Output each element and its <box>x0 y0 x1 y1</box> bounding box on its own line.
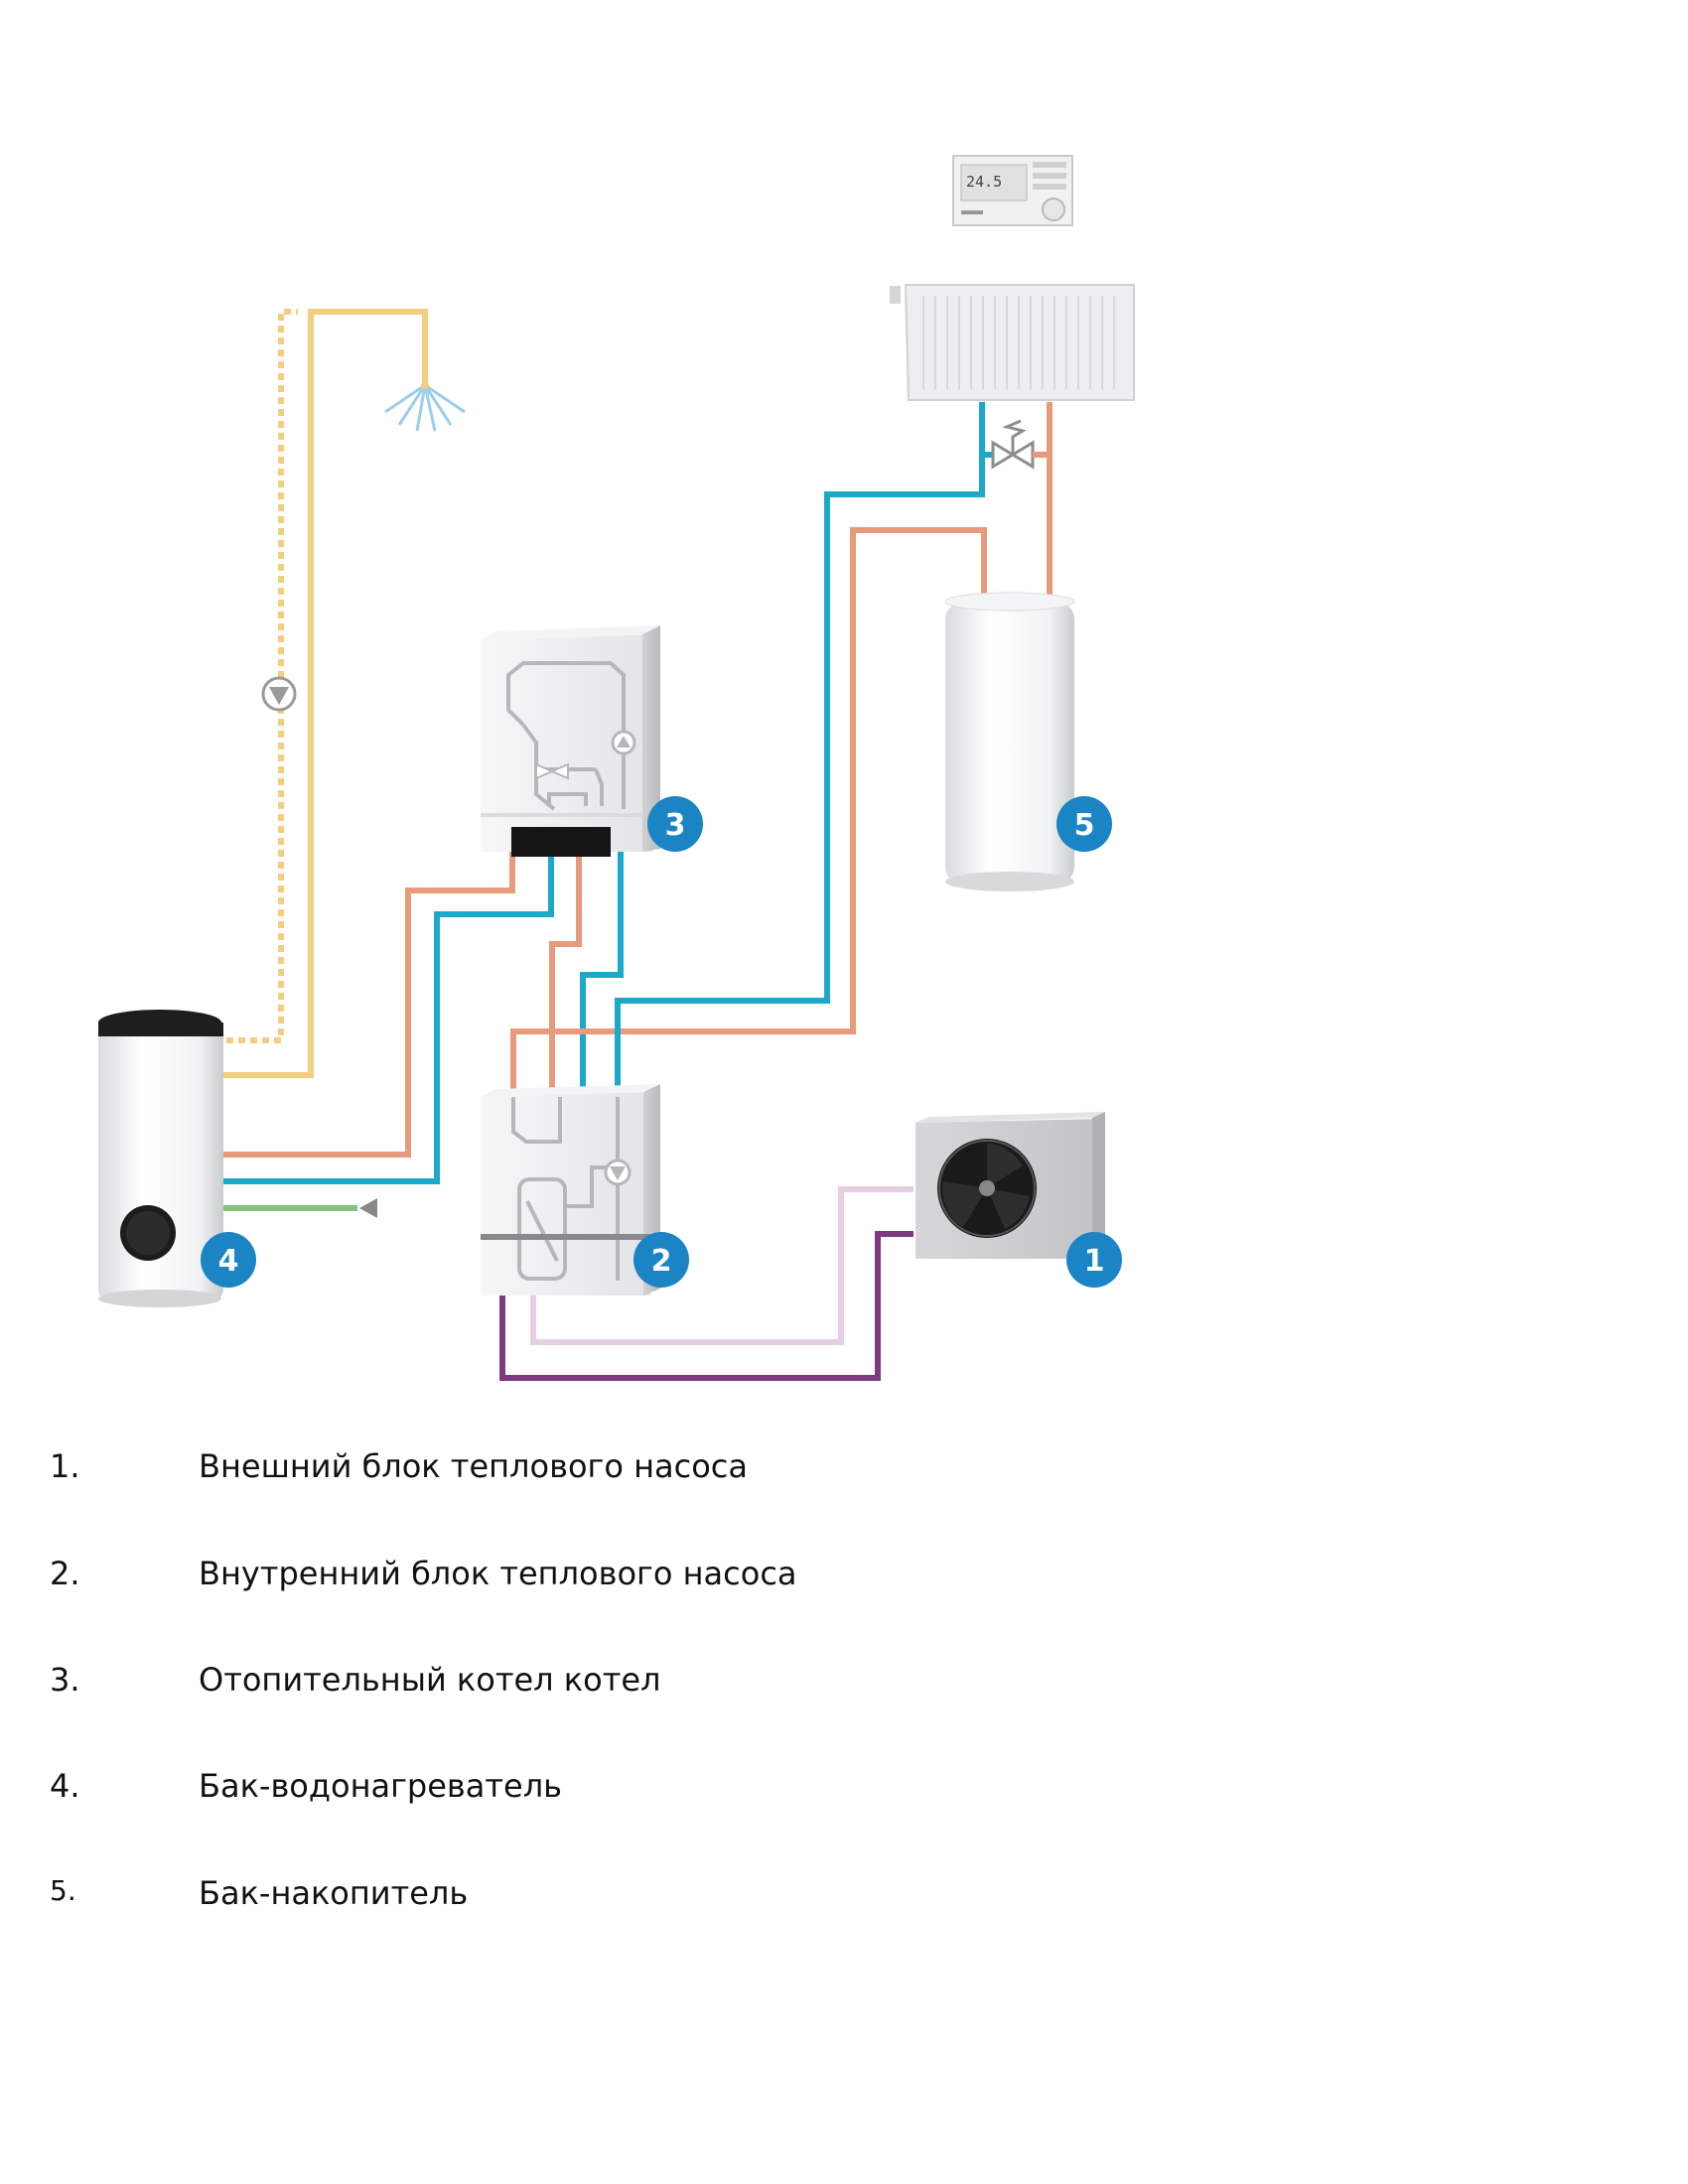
heat-pump-outdoor-unit <box>915 1112 1105 1259</box>
circulation-pipe <box>226 309 298 1043</box>
legend-label: Бак-накопитель <box>199 1874 469 1912</box>
legend-label: Внутренний блок теплового насоса <box>199 1555 797 1592</box>
svg-text:3: 3 <box>665 808 686 843</box>
fan-icon <box>937 1139 1037 1238</box>
circulation-pump-icon <box>261 676 297 712</box>
shower-head-icon <box>384 381 466 432</box>
tank-hot-pipe <box>221 849 515 1158</box>
tank-cold-pipe <box>221 849 554 1184</box>
boiler-indoor-hot-pipe <box>549 849 582 1092</box>
refrigerant-gas-pipe <box>499 1231 914 1381</box>
thermostat-icon: 24.5 <box>952 155 1073 226</box>
legend-number: 3. <box>50 1661 80 1699</box>
legend-label: Внешний блок теплового насоса <box>199 1447 748 1485</box>
svg-text:5: 5 <box>1074 808 1095 843</box>
badge-3: 3 <box>647 796 703 852</box>
storage-tank <box>944 592 1075 891</box>
svg-text:1: 1 <box>1084 1244 1105 1279</box>
heating-flow-pipe <box>510 527 987 1092</box>
dhw-pipe <box>221 309 428 1078</box>
gas-boiler <box>481 625 660 857</box>
legend-label: Отопительный котел котел <box>199 1661 661 1699</box>
badge-5: 5 <box>1056 796 1112 852</box>
thermostat-display: 24.5 <box>966 173 1002 191</box>
legend-label: Бак-водонагреватель <box>199 1767 563 1805</box>
legend-number: 1. <box>50 1447 80 1485</box>
svg-text:4: 4 <box>218 1244 239 1279</box>
badge-1: 1 <box>1066 1232 1122 1288</box>
badge-2: 2 <box>633 1232 689 1288</box>
refrigerant-liquid-pipe <box>530 1186 914 1345</box>
heat-pump-system-diagram: 24.5 <box>98 155 1135 1381</box>
water-heater-tank <box>98 1010 223 1307</box>
svg-text:2: 2 <box>651 1244 672 1279</box>
badge-4: 4 <box>201 1232 256 1288</box>
heating-return-pipe <box>615 402 985 1092</box>
legend-number: 4. <box>50 1767 80 1805</box>
pipe-network <box>221 309 1053 1381</box>
heat-pump-indoor-unit <box>481 1084 660 1296</box>
radiator-icon <box>890 284 1135 401</box>
cold-inlet-arrow-icon <box>359 1198 377 1218</box>
legend-number: 2. <box>50 1555 80 1592</box>
valve-icon <box>991 419 1050 470</box>
legend-number: 5. <box>50 1874 76 1907</box>
